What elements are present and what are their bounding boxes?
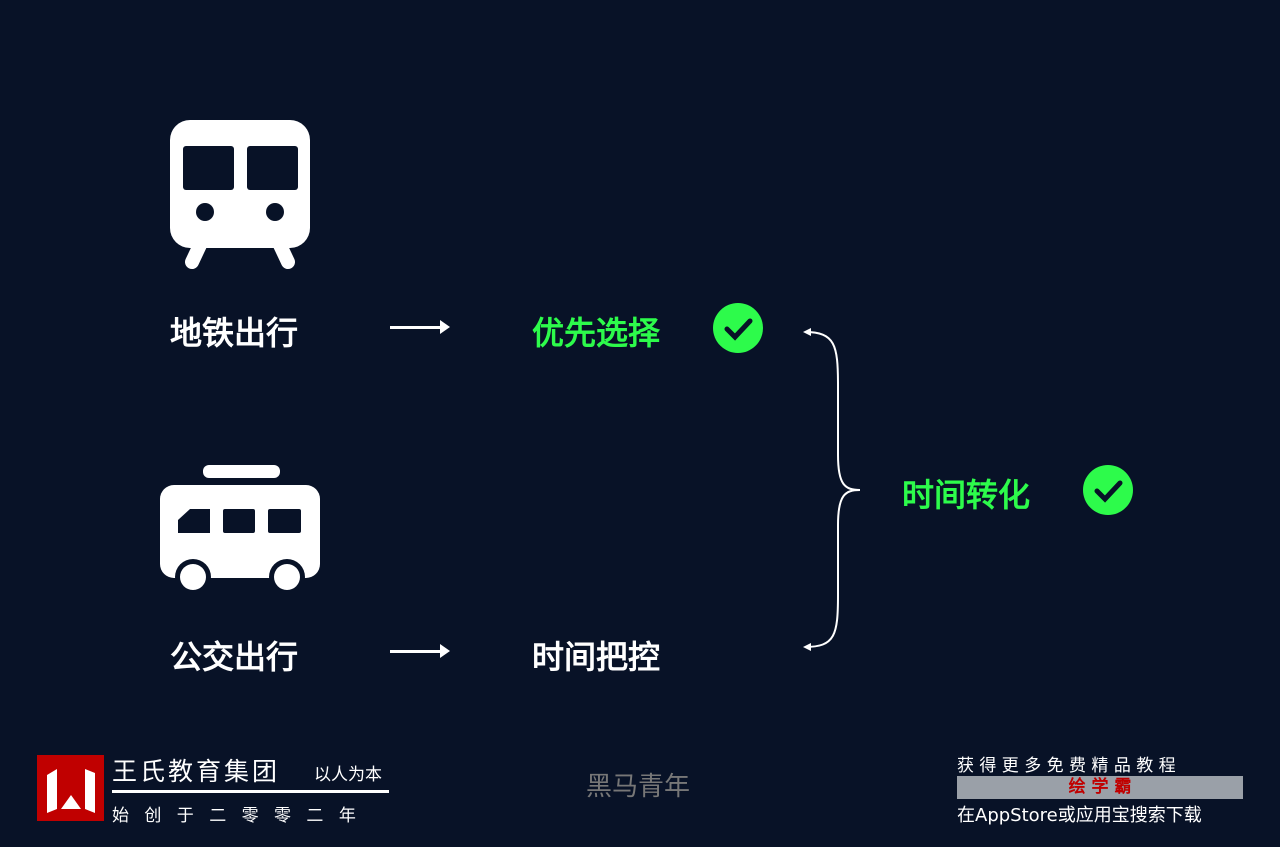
check-icon [1083, 465, 1133, 515]
bus-label: 公交出行 [170, 638, 299, 676]
promo-top: 获 得 更 多 免 费 精 品 教 程 [957, 756, 1176, 776]
check-icon [713, 303, 763, 353]
promo-bottom: 在AppStore或应用宝搜索下载 [957, 805, 1202, 826]
arrow-icon [390, 644, 450, 658]
brand-logo [37, 755, 104, 821]
brand-slogan: 以人为本 [314, 765, 382, 785]
subway-result: 优先选择 [532, 314, 661, 352]
brace-icon [803, 328, 861, 651]
divider [112, 790, 389, 793]
watermark: 黑马青年 [586, 772, 691, 802]
brand-founded: 始 创 于 二 零 零 二 年 [112, 806, 361, 826]
brand-name: 王氏教育集团 [112, 757, 281, 786]
subway-label: 地铁出行 [170, 314, 299, 352]
bus-result: 时间把控 [532, 638, 661, 676]
subway-icon [170, 120, 310, 269]
promo-app: 绘 学 霸 [957, 776, 1243, 799]
bus-icon [160, 465, 320, 595]
conclusion-label: 时间转化 [902, 476, 1031, 514]
arrow-icon [390, 320, 450, 334]
